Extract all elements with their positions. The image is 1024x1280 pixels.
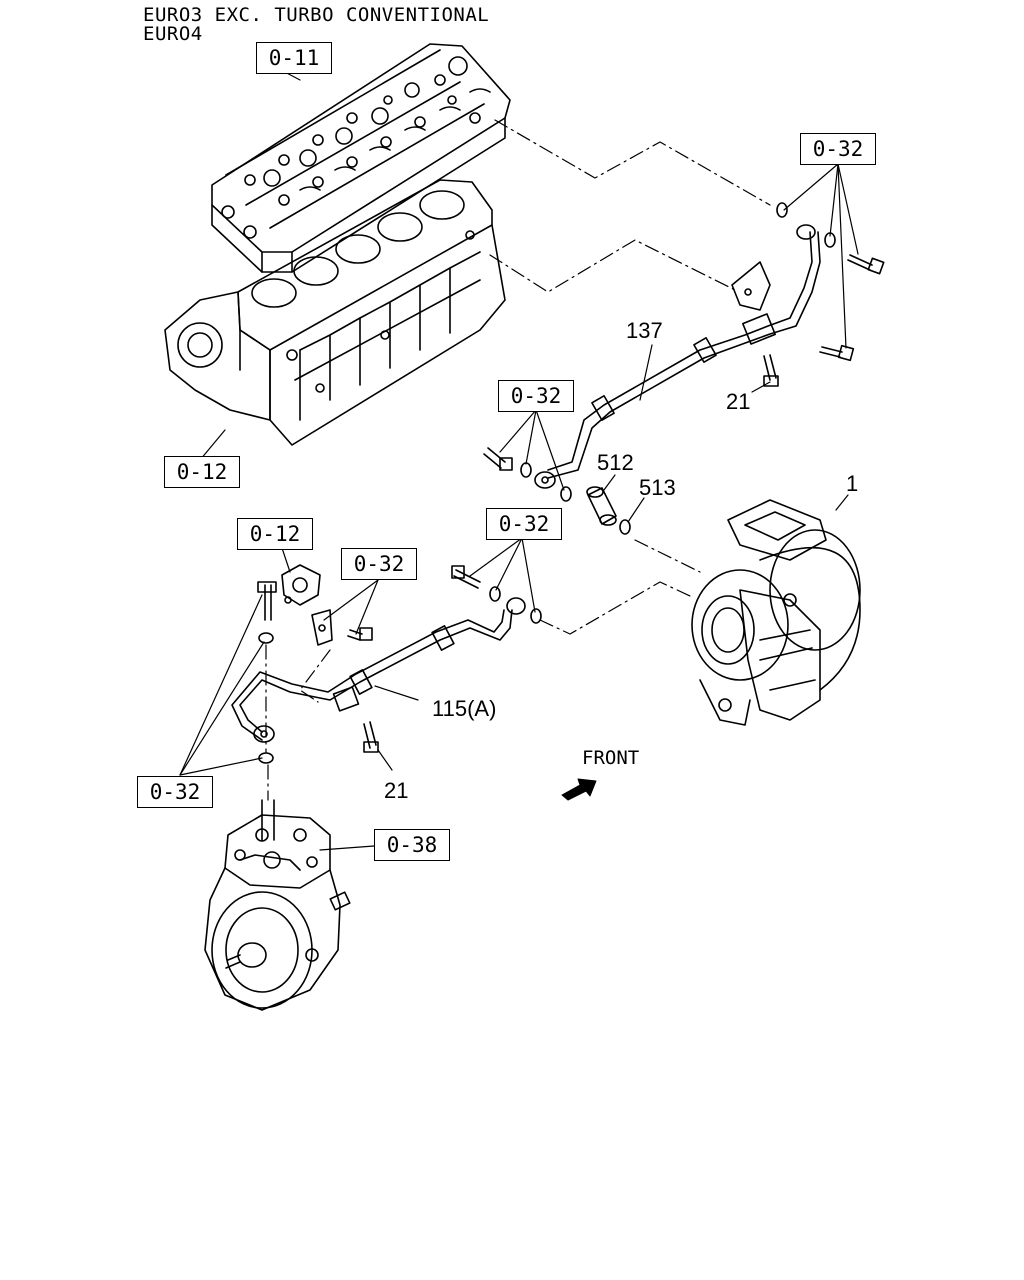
header-line-2: EURO4: [143, 23, 203, 45]
ref-clip-lower-left[interactable]: 0-32: [137, 776, 213, 808]
ref-sensor[interactable]: 0-12: [237, 518, 313, 550]
part-number-21-upper[interactable]: 21: [726, 389, 751, 414]
part-number-115a[interactable]: 115(A): [432, 696, 497, 721]
ref-clip-upper-right[interactable]: 0-32: [800, 133, 876, 165]
part-number-512[interactable]: 512: [597, 450, 634, 475]
pipe-115a-drawing: [231, 597, 526, 743]
lower-fasteners-drawing: [257, 565, 542, 764]
part-number-21-lower[interactable]: 21: [384, 778, 409, 803]
ref-cylinder-head[interactable]: 0-11: [256, 42, 332, 74]
part-number-1[interactable]: 1: [846, 471, 859, 496]
callout-leaders: [179, 163, 859, 851]
cylinder-block-drawing: [164, 179, 506, 461]
upper-fasteners-drawing: [483, 202, 885, 502]
ref-compressor[interactable]: 0-38: [374, 829, 450, 861]
front-arrow-icon: [561, 778, 597, 801]
ref-cylinder-block[interactable]: 0-12: [164, 456, 240, 488]
part-number-137[interactable]: 137: [626, 318, 663, 343]
header-line-1: EURO3 EXC. TURBO CONVENTIONAL: [143, 4, 490, 26]
part-number-513[interactable]: 513: [639, 475, 676, 500]
ref-clip-small[interactable]: 0-32: [341, 548, 417, 580]
turbocharger-drawing: [691, 494, 861, 726]
ref-clip-middle-upper[interactable]: 0-32: [498, 380, 574, 412]
cylinder-head-drawing: [211, 43, 511, 273]
leader-lines: [265, 119, 771, 801]
air-compressor-drawing: [204, 799, 351, 1011]
front-label: FRONT: [582, 747, 640, 769]
connector-512-drawing: [586, 486, 631, 535]
sensor-drawing: [281, 564, 333, 646]
ref-clip-middle-lower[interactable]: 0-32: [486, 508, 562, 540]
pipe-137-drawing: [534, 224, 821, 489]
